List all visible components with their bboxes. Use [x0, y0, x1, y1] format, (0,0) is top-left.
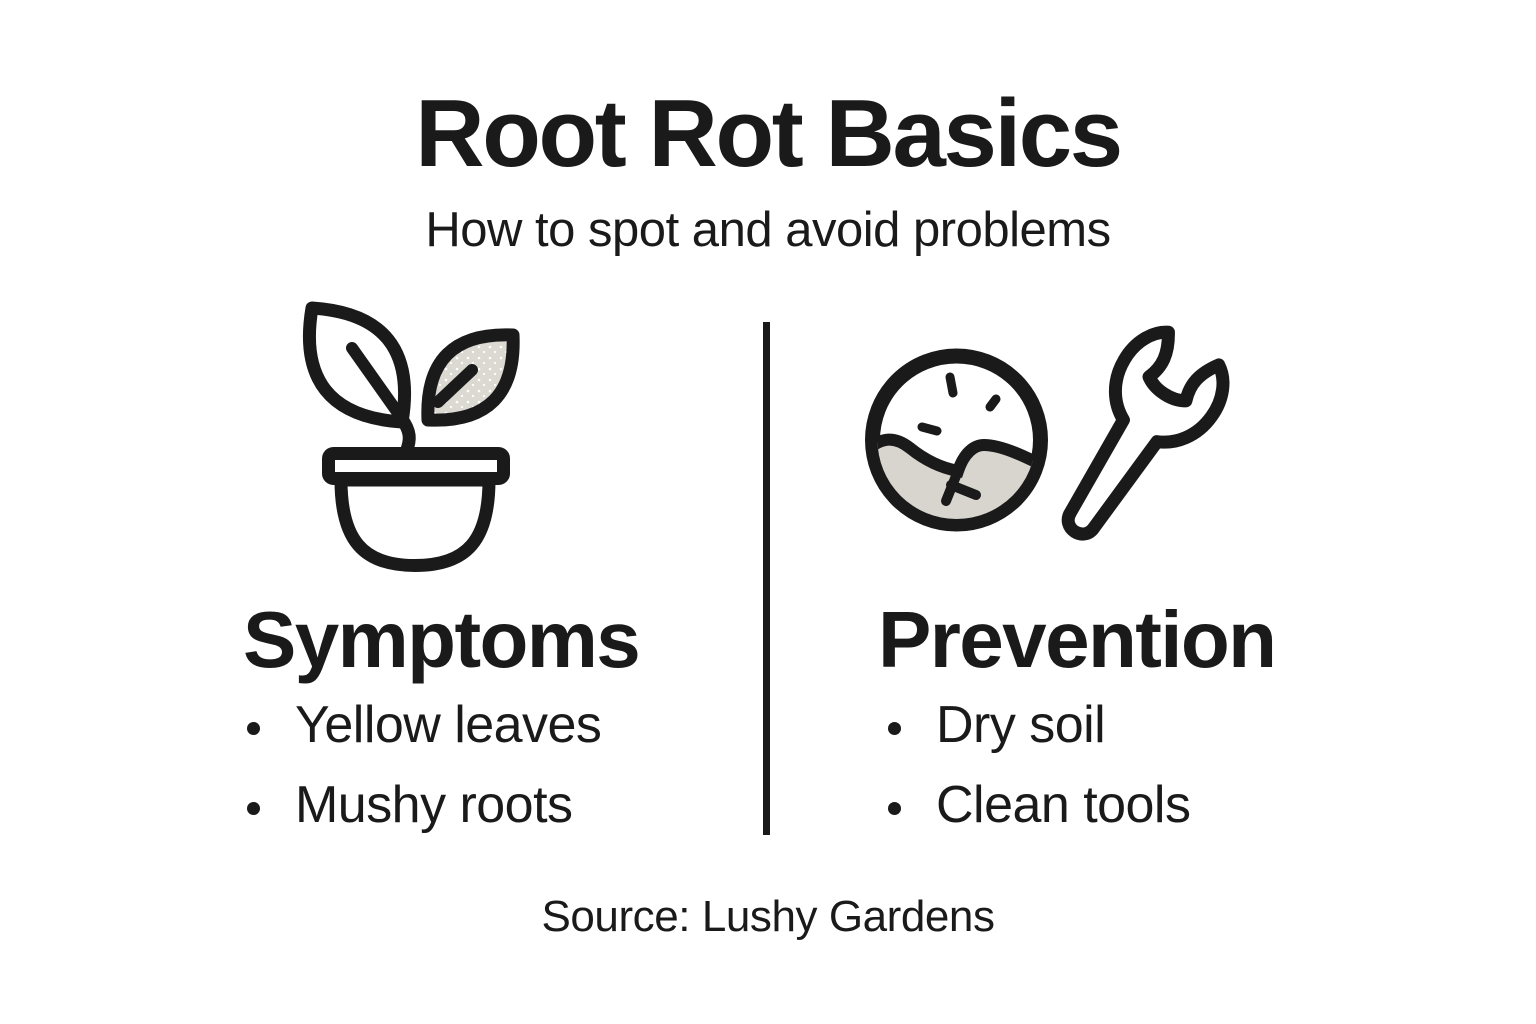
prevention-list: Dry soil Clean tools [886, 685, 1191, 845]
bullet-label: Clean tools [936, 776, 1191, 834]
source-credit: Source: Lushy Gardens [541, 892, 995, 941]
page-subtitle: How to spot and avoid problems [425, 203, 1111, 257]
list-item: Yellow leaves [245, 685, 602, 765]
bullet-dot-icon [247, 802, 260, 815]
symptoms-list: Yellow leaves Mushy roots [245, 685, 602, 845]
column-divider [763, 322, 770, 835]
soil-speckles [917, 372, 1001, 436]
soil-ball-and-wrench-icon [865, 325, 1230, 541]
symptoms-heading: Symptoms [243, 595, 641, 684]
potted-plant-icon [302, 301, 520, 572]
bullet-dot-icon [247, 722, 260, 735]
root-icon [941, 466, 981, 506]
bullet-label: Dry soil [936, 696, 1106, 754]
list-item: Mushy roots [245, 765, 601, 845]
bullet-dot-icon [888, 722, 901, 735]
pot-bowl [334, 473, 496, 572]
page-title: Root Rot Basics [415, 80, 1123, 187]
wrench-outline [1061, 325, 1230, 541]
soil-ball-icon [865, 348, 1048, 532]
left-leaf-vein [346, 342, 404, 419]
bullet-label: Yellow leaves [295, 696, 602, 754]
bullet-label: Mushy roots [295, 776, 573, 834]
list-item: Dry soil [886, 685, 1190, 765]
prevention-heading: Prevention [878, 595, 1277, 684]
list-item: Clean tools [886, 765, 1191, 845]
right-leaf-vein [432, 364, 478, 408]
bullet-dot-icon [888, 802, 901, 815]
pot-rim [322, 447, 510, 485]
wrench-icon [1061, 325, 1230, 541]
